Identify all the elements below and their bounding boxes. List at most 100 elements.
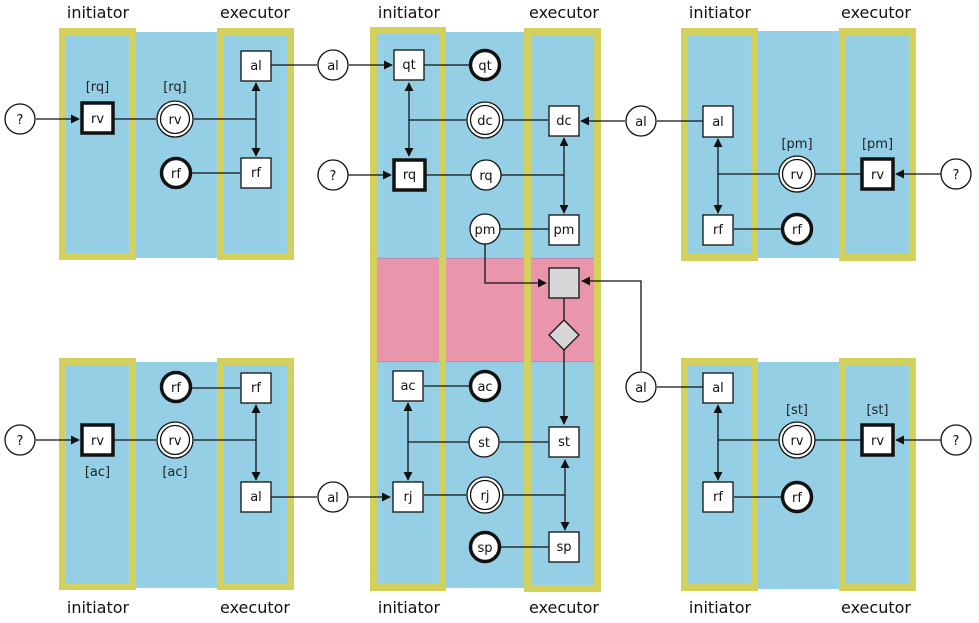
revoke-act-box[interactable]: rv <box>860 423 895 457</box>
svg-text:rv: rv <box>871 434 884 449</box>
initiator-label: initiator <box>378 3 441 22</box>
revoke-fact-tag: [pm] <box>781 137 812 152</box>
svg-text:ac: ac <box>477 380 492 395</box>
svg-text:al: al <box>635 115 647 130</box>
fact-circle-qt[interactable]: qt <box>468 48 502 82</box>
svg-text:st: st <box>478 436 490 451</box>
allow-link-circle[interactable]: al <box>625 371 657 403</box>
fact-circle-pm[interactable]: pm <box>469 213 501 245</box>
svg-text:al: al <box>635 381 647 396</box>
fact-circle-st[interactable]: st <box>468 426 500 458</box>
svg-text:?: ? <box>953 168 960 183</box>
svg-text:al: al <box>712 381 724 396</box>
allow-act-box[interactable]: al <box>240 481 272 513</box>
svg-text:qt: qt <box>478 59 491 74</box>
svg-text:rq: rq <box>403 168 416 183</box>
middle-lane <box>130 32 222 258</box>
revoke-act-box[interactable]: rv <box>80 423 115 457</box>
act-box-sp[interactable]: sp <box>548 531 580 563</box>
revoke-fact-circle[interactable]: rv <box>156 421 194 459</box>
refuse-act-box[interactable]: rf <box>240 157 272 189</box>
svg-text:rq: rq <box>479 169 492 184</box>
act-box-rq[interactable]: rq <box>392 158 427 192</box>
svg-text:pm: pm <box>554 223 575 238</box>
svg-text:sp: sp <box>477 541 492 556</box>
svg-text:rf: rf <box>171 167 181 182</box>
act-box-ac[interactable]: ac <box>392 370 424 402</box>
refuse-fact-circle[interactable]: rf <box>780 212 814 246</box>
svg-text:rj: rj <box>404 490 413 505</box>
revoke-act-tag: [pm] <box>862 137 893 152</box>
allow-link-circle[interactable]: al <box>317 49 349 81</box>
revoke-fact-circle[interactable]: rv <box>778 155 816 193</box>
fact-circle-sp[interactable]: sp <box>468 530 502 564</box>
svg-text:al: al <box>250 59 262 74</box>
revoke-fact-circle[interactable]: rv <box>778 421 816 459</box>
refuse-fact-circle[interactable]: rf <box>159 370 193 404</box>
panel-revoke-state: initiator executor al rf rf rv [st] rv <box>625 358 972 617</box>
allow-act-box[interactable]: al <box>702 105 734 138</box>
act-box-dc[interactable]: dc <box>548 105 580 137</box>
trigger-circle[interactable]: ? <box>4 424 36 456</box>
revoke-fact-circle[interactable]: rv <box>156 100 194 138</box>
initiator-label: initiator <box>689 598 752 617</box>
panel-standard-transaction: initiator executor initiator executor <box>317 3 642 617</box>
svg-text:rf: rf <box>792 223 802 238</box>
svg-text:pm: pm <box>475 223 496 238</box>
trigger-circle[interactable]: ? <box>940 158 972 190</box>
refuse-act-box[interactable]: rf <box>702 214 734 246</box>
revoke-act-box[interactable]: rv <box>80 101 115 135</box>
initiator-label: initiator <box>689 3 752 22</box>
svg-text:?: ? <box>330 169 337 184</box>
act-box-st[interactable]: st <box>548 426 580 458</box>
middle-lane <box>752 362 844 589</box>
act-box-pm[interactable]: pm <box>548 214 580 246</box>
initiator-label: initiator <box>67 3 130 22</box>
act-box-qt[interactable]: qt <box>393 49 425 81</box>
revoke-act-box[interactable]: rv <box>860 157 895 191</box>
svg-text:al: al <box>327 59 339 74</box>
svg-text:rv: rv <box>168 113 181 128</box>
act-box-rj[interactable]: rj <box>392 481 424 513</box>
revoke-fact-tag: [ac] <box>162 465 187 480</box>
svg-text:rf: rf <box>171 381 181 396</box>
revoke-fact-tag: [rq] <box>163 80 187 95</box>
executor-label-bottom: executor <box>529 598 599 617</box>
svg-text:rf: rf <box>713 223 723 238</box>
decision-diamond[interactable] <box>548 319 580 351</box>
refuse-fact-circle[interactable]: rf <box>780 480 814 514</box>
initiator-frame <box>59 28 136 260</box>
initiator-label-bottom: initiator <box>378 598 441 617</box>
svg-text:rv: rv <box>91 112 104 127</box>
executor-label: executor <box>529 3 599 22</box>
exception-handler-box[interactable] <box>548 267 580 299</box>
svg-text:rf: rf <box>713 490 723 505</box>
svg-text:st: st <box>558 435 570 450</box>
allow-link-circle[interactable]: al <box>317 481 349 513</box>
executor-label: executor <box>220 598 290 617</box>
trigger-circle[interactable]: ? <box>4 103 36 135</box>
executor-label: executor <box>841 3 911 22</box>
initiator-frame <box>59 358 136 590</box>
svg-text:ac: ac <box>400 379 415 394</box>
refuse-act-box[interactable]: rf <box>702 481 734 513</box>
fact-circle-rj[interactable]: rj <box>466 476 504 514</box>
allow-act-box[interactable]: al <box>702 372 734 404</box>
revoke-act-tag: [rq] <box>86 80 110 95</box>
fact-circle-ac[interactable]: ac <box>468 369 502 403</box>
refuse-fact-circle[interactable]: rf <box>159 156 193 190</box>
svg-text:qt: qt <box>402 58 415 73</box>
allow-act-box[interactable]: al <box>240 50 272 82</box>
panel-revoke-accept: initiator executor ? rv [ac] rv [ac] rf <box>4 358 349 617</box>
allow-link-circle[interactable]: al <box>625 105 657 137</box>
trigger-circle[interactable]: ? <box>317 159 349 191</box>
svg-text:sp: sp <box>556 540 571 555</box>
fact-circle-rq[interactable]: rq <box>470 159 502 191</box>
fact-circle-dc[interactable]: dc <box>466 101 504 139</box>
executor-label: executor <box>220 3 290 22</box>
svg-text:dc: dc <box>477 114 492 129</box>
panel-revoke-promise: initiator executor al rf rf rv [pm] rv <box>625 3 972 261</box>
refuse-act-box[interactable]: rf <box>240 372 272 404</box>
trigger-circle[interactable]: ? <box>940 424 972 456</box>
